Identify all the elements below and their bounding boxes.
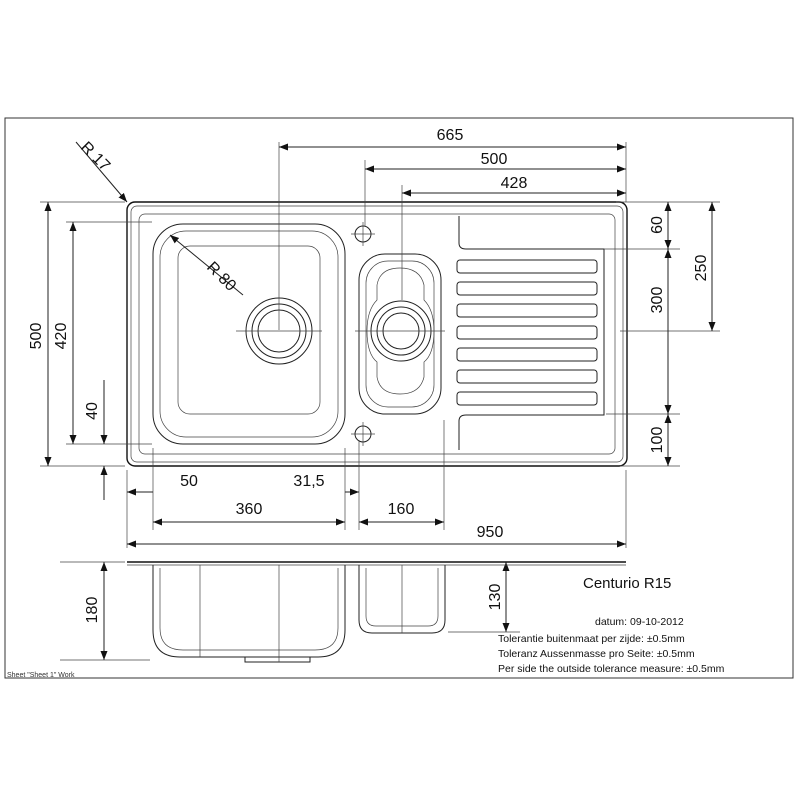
tap-hole-lower xyxy=(351,422,375,446)
tolerance-en: Per side the outside tolerance measure: … xyxy=(498,663,725,675)
dim-50: 50 xyxy=(180,473,198,490)
dim-r17: R 17 xyxy=(77,139,113,175)
dim-r80: R 80 xyxy=(203,259,239,295)
tolerance-nl: Tolerantie buitenmaat per zijde: ±0.5mm xyxy=(498,633,685,645)
dim-40: 40 xyxy=(84,402,101,420)
small-bowl xyxy=(358,253,442,415)
dim-665: 665 xyxy=(437,127,464,144)
dim-130: 130 xyxy=(487,584,504,611)
dim-60: 60 xyxy=(649,216,666,234)
plan-view xyxy=(40,142,720,548)
drainer-groove xyxy=(456,303,598,318)
dim-100: 100 xyxy=(649,427,666,454)
dim-500-top: 500 xyxy=(481,151,508,168)
dim-160: 160 xyxy=(388,501,415,518)
date-label: datum: 09-10-2012 xyxy=(595,616,684,628)
sheet-frame xyxy=(4,117,794,679)
dim-428: 428 xyxy=(501,175,528,192)
drainer-groove xyxy=(456,347,598,362)
tap-hole-upper xyxy=(351,222,375,246)
drainer-groove xyxy=(456,391,598,406)
dim-500-left: 500 xyxy=(28,323,45,350)
drainer-groove xyxy=(456,259,598,274)
drainer-groove xyxy=(456,369,598,384)
dim-950: 950 xyxy=(477,524,504,541)
title-block: Centurio R15 datum: 09-10-2012 Toleranti… xyxy=(498,575,725,675)
drainer-groove xyxy=(456,281,598,296)
dim-300: 300 xyxy=(649,287,666,314)
dim-420: 420 xyxy=(53,323,70,350)
sheet-label: Sheet "Sheet 1" Work xyxy=(7,672,75,679)
drainer-groove xyxy=(456,325,598,340)
dim-31-5: 31,5 xyxy=(293,473,324,490)
dim-250: 250 xyxy=(693,255,710,282)
small-bowl-drain xyxy=(355,300,445,362)
dim-180: 180 xyxy=(84,597,101,624)
large-bowl xyxy=(152,223,346,445)
dim-360: 360 xyxy=(236,501,263,518)
tolerance-de: Toleranz Aussenmasse pro Seite: ±0.5mm xyxy=(498,648,695,660)
model-name: Centurio R15 xyxy=(583,575,671,592)
drainer xyxy=(456,216,605,450)
sink-outline xyxy=(126,201,628,467)
dimension-lines xyxy=(44,141,716,660)
side-view xyxy=(60,561,626,663)
